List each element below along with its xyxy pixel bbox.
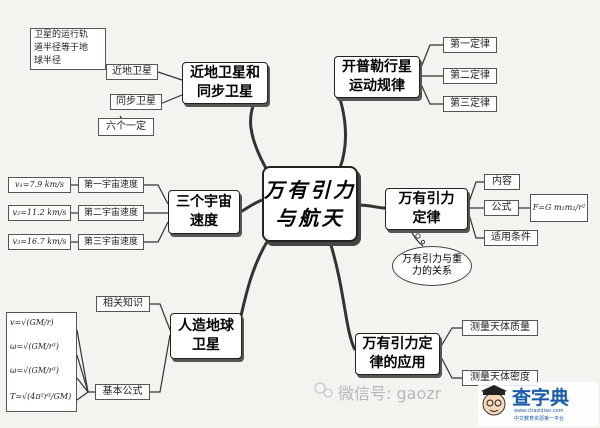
sync-satellite-label: 同步卫星 xyxy=(110,94,162,110)
kepler-third-law: 第三定律 xyxy=(443,96,497,112)
logo-mascot-icon xyxy=(481,385,507,416)
formula-omega-1: ω=√(GM/r³) xyxy=(10,342,59,351)
topic-application-line1: 万有引力定 xyxy=(362,336,433,352)
center-line2: 与航天 xyxy=(275,206,345,230)
logo: 查字典 www.chazidian.com 中文教育资源第一平台 xyxy=(478,382,598,426)
cloud-line1: 万有引力与重 xyxy=(402,254,462,265)
topic-kepler-laws: 开普勒行星 运动规律 xyxy=(334,56,420,98)
near-satellite-label: 近地卫星 xyxy=(106,64,158,80)
gravitation-formula-label: 公式 xyxy=(484,200,519,216)
satellite-formula-box xyxy=(6,312,77,412)
gravitation-content: 内容 xyxy=(484,174,520,190)
first-cosmic-velocity: 第一宇宙速度 xyxy=(78,177,144,193)
topic-cosmic-line2: 速度 xyxy=(190,213,218,229)
second-cosmic-velocity: 第二宇宙速度 xyxy=(78,205,144,221)
topic-artificial-satellite: 人造地球 卫星 xyxy=(170,313,242,359)
logo-slogan: 中文教育资源第一平台 xyxy=(514,416,565,422)
topic-near-sync-satellite: 近地卫星和 同步卫星 xyxy=(182,62,268,104)
formula-period: T=√(4π²r³/GM) xyxy=(10,392,72,401)
topic-kepler-line2: 运动规律 xyxy=(349,78,405,94)
topic-near-sync-line2: 同步卫星 xyxy=(197,84,253,100)
center-line1: 万有引力 xyxy=(264,178,356,202)
gravity-relation-cloud: 万有引力与重 力的关系 xyxy=(392,246,472,286)
near-note-line3: 球半径 xyxy=(34,56,62,66)
topic-application-line2: 律的应用 xyxy=(369,355,426,371)
related-knowledge: 相关知识 xyxy=(96,296,150,312)
topic-near-sync-line1: 近地卫星和 xyxy=(190,65,260,81)
topic-gravitation-line2: 定律 xyxy=(412,210,441,226)
center-topic: 万有引力 与航天 xyxy=(262,166,358,242)
sync-satellite-note: 六个一定 xyxy=(98,118,154,136)
wechat-watermark: 微信号: gaozr xyxy=(338,384,442,403)
gravitation-conditions: 适用条件 xyxy=(484,230,538,246)
topic-gravitation-application: 万有引力定 律的应用 xyxy=(355,333,440,375)
cloud-line2: 力的关系 xyxy=(412,266,452,277)
kepler-second-law: 第二定律 xyxy=(443,68,497,84)
basic-formulas: 基本公式 xyxy=(95,384,150,400)
gravitation-formula: F=G m₁m₂/r² xyxy=(530,194,588,222)
logo-name: 查字典 xyxy=(512,387,570,409)
topic-gravitation-line1: 万有引力 xyxy=(398,191,455,207)
third-cosmic-velocity: 第三宇宙速度 xyxy=(78,234,144,250)
third-cosmic-value: v₃=16.7 km/s xyxy=(8,234,71,250)
first-cosmic-value: v₁=7.9 km/s xyxy=(8,177,71,193)
second-cosmic-value: v₂=11.2 km/s xyxy=(8,205,71,221)
topic-gravitation-law: 万有引力 定律 xyxy=(385,188,468,230)
topic-satellite-line2: 卫星 xyxy=(192,337,220,353)
logo-url: www.chazidian.com xyxy=(514,408,564,414)
near-note-line1: 卫星的运行轨 xyxy=(34,30,89,40)
formula-omega-2: ω=√(GM/r³) xyxy=(10,366,59,375)
kepler-first-law: 第一定律 xyxy=(443,37,497,53)
topic-kepler-line1: 开普勒行星 xyxy=(342,59,412,75)
near-satellite-note: 卫星的运行轨 道半径等于地 球半径 xyxy=(30,28,106,70)
topic-satellite-line1: 人造地球 xyxy=(178,318,234,334)
measure-mass: 测量天体质量 xyxy=(462,320,538,336)
topic-cosmic-velocities: 三个宇宙 速度 xyxy=(168,190,240,234)
near-note-line2: 道半径等于地 xyxy=(34,43,89,53)
topic-cosmic-line1: 三个宇宙 xyxy=(176,194,232,210)
formula-velocity: v=√(GM/r) xyxy=(10,318,54,327)
